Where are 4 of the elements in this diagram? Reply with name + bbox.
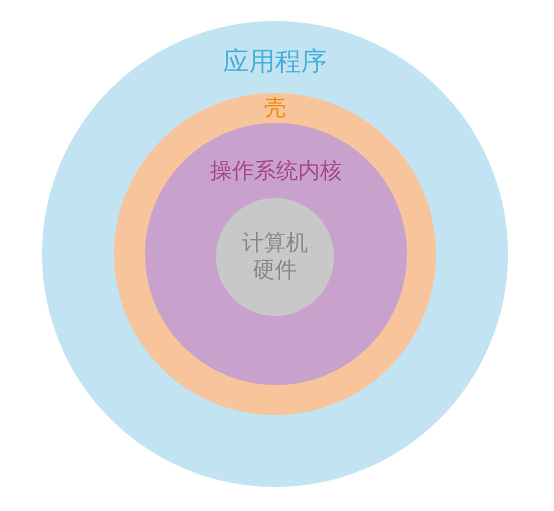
layer-label: 操作系统内核: [209, 158, 343, 185]
layer-label: 壳: [263, 95, 287, 122]
layer-label: 应用程序: [222, 47, 328, 78]
layer-label: 计算机硬件: [241, 230, 309, 284]
